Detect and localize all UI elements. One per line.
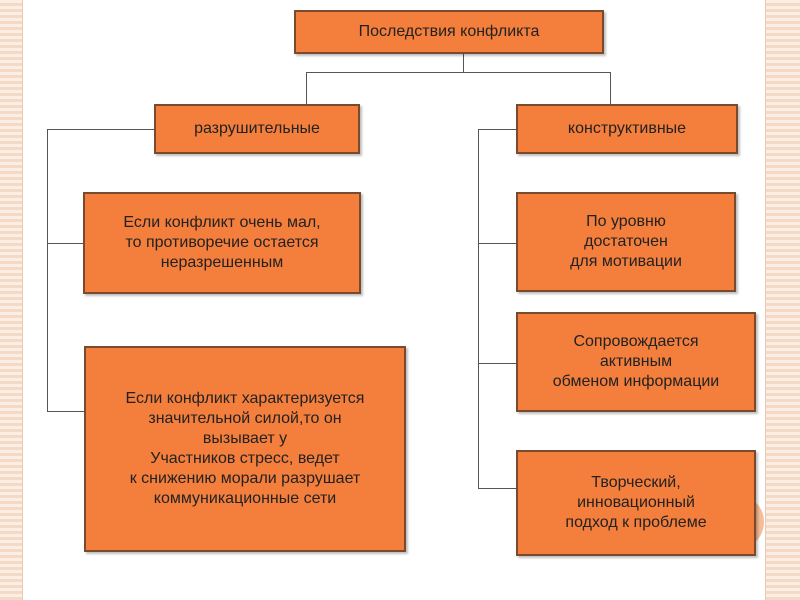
connector-destructive-spine: [47, 129, 48, 412]
constructive-item-node: Творческий, инновационный подход к пробл…: [516, 450, 756, 556]
left-decorative-border: [0, 0, 23, 600]
connector-constructive-item-2: [478, 363, 516, 364]
constructive-item-node: Сопровождается активным обменом информац…: [516, 312, 756, 412]
connector-constructive-item-1: [478, 243, 516, 244]
destructive-branch-node: разрушительные: [154, 104, 360, 154]
connector-to-destructive: [306, 72, 307, 104]
connector-root-down: [463, 54, 464, 72]
constructive-item-node: По уровню достаточен для мотивации: [516, 192, 736, 292]
destructive-item-node: Если конфликт характеризуется значительн…: [84, 346, 406, 552]
connector-root-horizontal: [306, 72, 611, 73]
connector-destructive-branch-top: [47, 129, 154, 130]
connector-constructive-item-3: [478, 488, 516, 489]
right-decorative-border: [765, 0, 800, 600]
connector-destructive-item-1: [47, 243, 83, 244]
destructive-item-node: Если конфликт очень мал, то противоречие…: [83, 192, 361, 294]
connector-constructive-spine: [478, 129, 479, 489]
constructive-branch-node: конструктивные: [516, 104, 738, 154]
connector-constructive-branch-top: [478, 129, 516, 130]
connector-destructive-item-2: [47, 411, 84, 412]
root-node: Последствия конфликта: [294, 10, 604, 54]
connector-to-constructive: [610, 72, 611, 104]
